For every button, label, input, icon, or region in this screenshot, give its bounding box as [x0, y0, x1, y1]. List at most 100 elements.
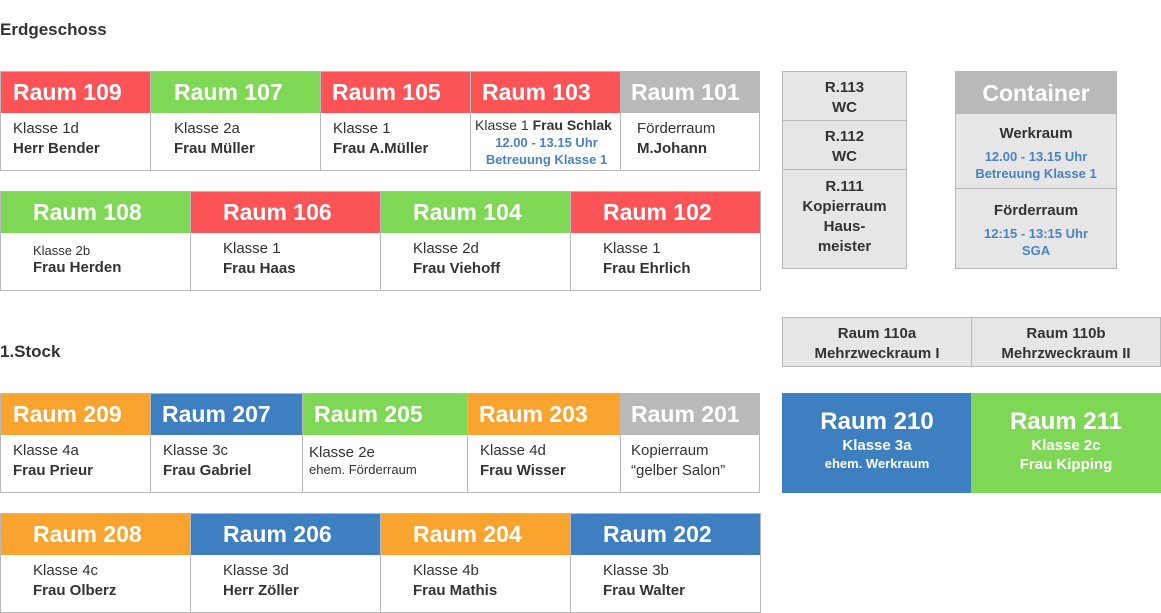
room-name: Raum 208 [1, 514, 190, 555]
room-teacher: Frau Viehoff [413, 260, 501, 277]
room-label: WC [832, 148, 857, 165]
ground-row-2: Raum 108 Klasse 2b Frau Herden Raum 106 … [0, 191, 761, 291]
room-class: Klasse 1 [223, 240, 281, 257]
room-name: R.111 [825, 178, 864, 195]
room-class: Klasse 4a [13, 442, 79, 459]
room-name: Raum 206 [191, 514, 380, 555]
room-102: Raum 102 Klasse 1 Frau Ehrlich [570, 191, 761, 291]
room-104: Raum 104 Klasse 2d Frau Viehoff [380, 191, 571, 291]
floor-title-ground: Erdgeschoss [0, 20, 107, 39]
room-class: Klasse 2b [33, 243, 91, 258]
ground-row-1: Raum 109 Klasse 1d Herr Bender Raum 107 … [0, 71, 760, 171]
room-103: Raum 103 Klasse 1 Frau Schlak 12.00 - 13… [470, 71, 621, 171]
room-label: Kopierraum [802, 198, 887, 215]
room-name: R.112 [824, 128, 865, 145]
room-name: Raum 107 [151, 72, 320, 113]
container-building: Container Werkraum 12.00 - 13.15 Uhr Bet… [955, 71, 1117, 269]
room-class: Kopierraum [631, 442, 709, 459]
room-name: Raum 110a [837, 325, 917, 342]
room-note: Betreuung Klasse 1 [975, 166, 1097, 181]
room-111: R.111 Kopierraum Haus- meister [782, 169, 907, 269]
room-name: Raum 104 [381, 192, 570, 233]
room-time: 12:15 - 13:15 Uhr [983, 226, 1089, 241]
container-werkraum: Werkraum 12.00 - 13.15 Uhr Betreuung Kla… [956, 114, 1116, 189]
room-name: Raum 207 [151, 394, 302, 435]
room-class: Klasse 3d [223, 562, 289, 579]
room-class: Klasse 3c [163, 442, 229, 459]
room-110a: Raum 110a Mehrzweckraum I [782, 317, 972, 367]
room-class: Klasse 1 [333, 120, 391, 137]
room-209: Raum 209 Klasse 4a Frau Prieur [0, 393, 151, 493]
room-time: 12.00 - 13.15 Uhr [984, 149, 1088, 164]
room-class: Klasse 1 [603, 240, 661, 257]
room-211: Raum 211 Klasse 2c Frau Kipping [971, 393, 1161, 493]
room-204: Raum 204 Klasse 4b Frau Mathis [380, 513, 571, 613]
room-note: SGA [1021, 243, 1051, 258]
first-row-1: Raum 209 Klasse 4a Frau Prieur Raum 207 … [0, 393, 760, 493]
room-207: Raum 207 Klasse 3c Frau Gabriel [150, 393, 303, 493]
room-106: Raum 106 Klasse 1 Frau Haas [190, 191, 381, 291]
room-205: Raum 205 Klasse 2e ehem. Förderraum [302, 393, 468, 493]
room-label: meister [817, 238, 872, 255]
room-name: Raum 210 [820, 408, 934, 435]
room-class: Klasse 4d [480, 442, 546, 459]
room-class: Klasse 3a [842, 437, 912, 454]
room-name: Raum 108 [1, 192, 190, 233]
room-class: Klasse 4b [413, 562, 479, 579]
floor-title-first: 1.Stock [0, 342, 61, 361]
room-teacher: Frau Müller [174, 140, 255, 157]
room-teacher: Frau Schlak [532, 117, 612, 133]
room-teacher: Frau Haas [223, 260, 296, 277]
room-name: Raum 209 [1, 394, 150, 435]
room-class: Klasse 4c [33, 562, 99, 579]
room-name: Raum 203 [468, 394, 620, 435]
room-name: Raum 105 [321, 72, 470, 113]
room-teacher: Frau Prieur [13, 462, 94, 479]
room-teacher: Frau Walter [603, 582, 685, 599]
room-teacher: Frau Kipping [1019, 456, 1113, 473]
room-class: Klasse 2c [1031, 437, 1101, 454]
room-teacher: Herr Zöller [223, 582, 299, 599]
room-name: Raum 205 [303, 394, 467, 435]
room-class: Klasse 1d [13, 120, 79, 137]
room-teacher: Frau Wisser [480, 462, 566, 479]
container-title: Container [956, 72, 1116, 114]
room-name: Raum 110b [1026, 325, 1106, 342]
room-time: 12.00 - 13.15 Uhr [495, 135, 598, 150]
first-row-2: Raum 208 Klasse 4c Frau Olberz Raum 206 … [0, 513, 761, 613]
room-note: “gelber Salon” [631, 462, 726, 479]
room-note: ehem. Werkraum [824, 456, 930, 471]
room-110b: Raum 110b Mehrzweckraum II [971, 317, 1161, 367]
room-109: Raum 109 Klasse 1d Herr Bender [0, 71, 151, 171]
room-class: Klasse 2a [174, 120, 240, 137]
room-name: Raum 202 [571, 514, 760, 555]
room-class: Förderraum [637, 120, 716, 137]
room-202: Raum 202 Klasse 3b Frau Walter [570, 513, 761, 613]
room-class: Klasse 3b [603, 562, 669, 579]
room-201: Raum 201 Kopierraum “gelber Salon” [620, 393, 760, 493]
room-name: Raum 201 [621, 394, 759, 435]
room-name: Raum 109 [1, 72, 150, 113]
room-note: ehem. Förderraum [309, 462, 417, 477]
room-203: Raum 203 Klasse 4d Frau Wisser [467, 393, 621, 493]
room-210: Raum 210 Klasse 3a ehem. Werkraum [782, 393, 972, 493]
room-name: Raum 204 [381, 514, 570, 555]
room-206: Raum 206 Klasse 3d Herr Zöller [190, 513, 381, 613]
room-name: Werkraum [999, 125, 1073, 142]
room-teacher: Frau A.Müller [333, 140, 429, 157]
room-112: R.112 WC [782, 120, 907, 170]
room-107: Raum 107 Klasse 2a Frau Müller [150, 71, 321, 171]
room-101: Raum 101 Förderraum M.Johann [620, 71, 760, 171]
room-teacher: Frau Mathis [413, 582, 498, 599]
room-teacher: Frau Olberz [33, 582, 117, 599]
room-class: Klasse 2e [309, 444, 375, 461]
room-name: Raum 103 [471, 72, 620, 113]
room-label: Mehrzweckraum II [1001, 345, 1131, 362]
room-teacher: M.Johann [637, 140, 707, 157]
container-foerderraum: Förderraum 12:15 - 13:15 Uhr SGA [956, 189, 1116, 259]
room-name: Raum 101 [621, 72, 759, 113]
room-label: Mehrzweckraum I [814, 345, 940, 362]
room-113: R.113 WC [782, 71, 907, 121]
room-class: Klasse 2d [413, 240, 479, 257]
room-note: Betreuung Klasse 1 [485, 152, 608, 167]
